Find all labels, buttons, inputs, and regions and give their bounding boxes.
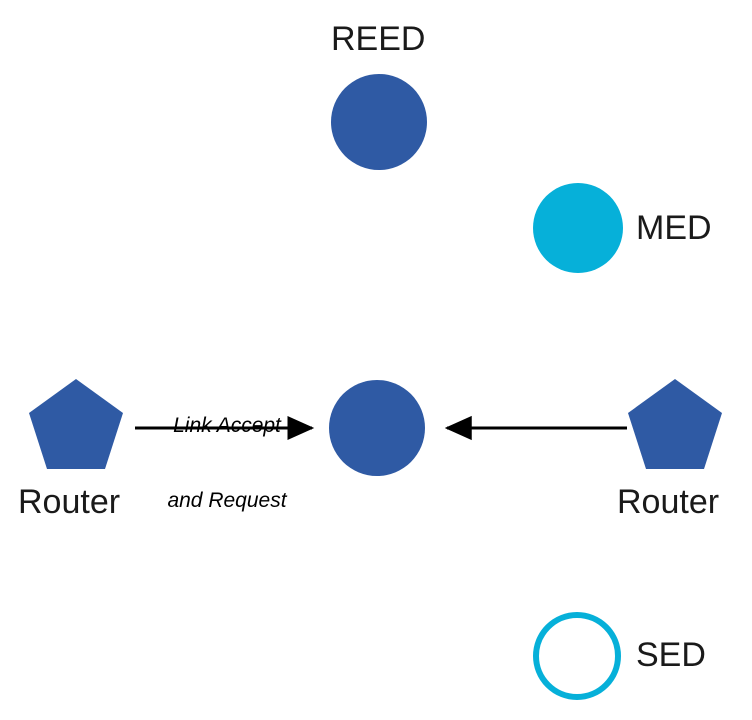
edge-label-line-2: and Request [167, 489, 287, 512]
node-label-reed: REED [331, 20, 426, 58]
node-med[interactable] [533, 183, 623, 273]
node-label-router-left: Router [18, 483, 121, 521]
node-label-med: MED [636, 209, 712, 247]
node-router-right[interactable] [628, 379, 722, 469]
node-reed[interactable] [331, 74, 427, 170]
node-label-sed: SED [636, 636, 706, 674]
edge-label-line-1: Link Accept [173, 414, 281, 437]
node-sed[interactable] [533, 612, 621, 700]
node-label-router-right: Router [617, 483, 720, 521]
edge-label-link-accept-and-request: Link Accept and Request [157, 363, 297, 538]
node-leader[interactable] [329, 380, 425, 476]
node-router-left[interactable] [29, 379, 123, 469]
